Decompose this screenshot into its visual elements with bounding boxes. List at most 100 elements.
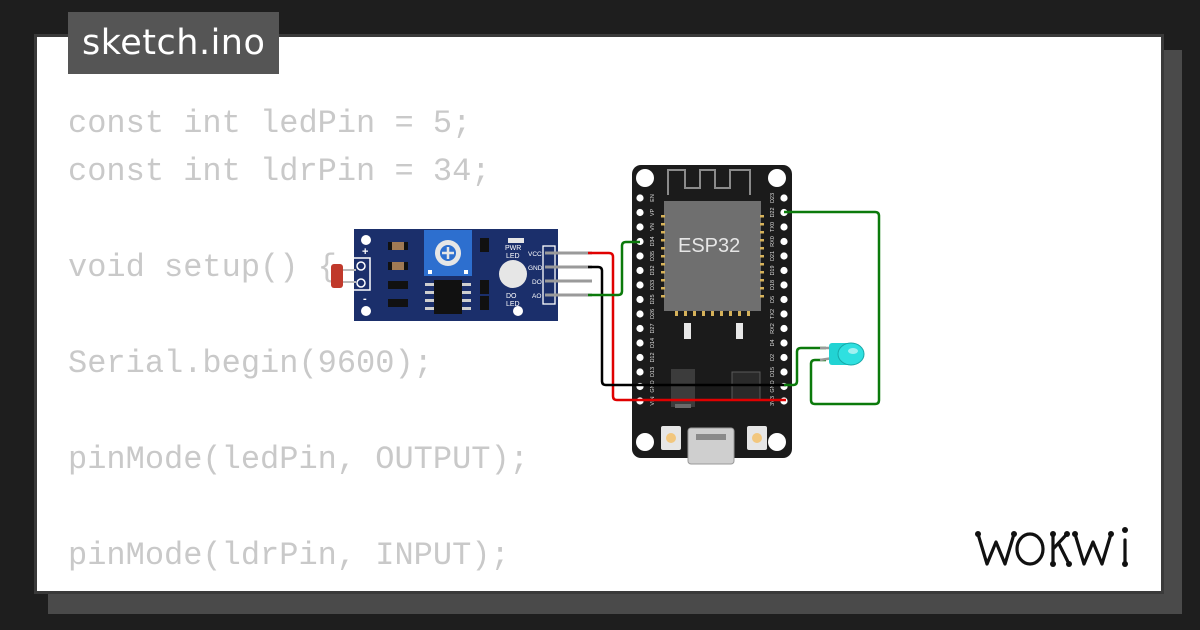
- esp32-pin[interactable]: [780, 368, 788, 376]
- esp32-pin[interactable]: [780, 310, 788, 318]
- code-line: void setup() {: [68, 249, 337, 286]
- esp32-pin[interactable]: [636, 324, 644, 333]
- module-pads: [661, 215, 764, 316]
- esp32-pin[interactable]: [780, 295, 788, 304]
- esp32-pin-label: D27: [650, 323, 656, 333]
- esp32-right-pin-labels: D23D22TX0RX0D21D19D18D5TX2RX2D4D2D15GND3…: [770, 193, 776, 406]
- module-pin-header: [542, 245, 556, 305]
- esp32-pin[interactable]: [780, 223, 788, 231]
- wokwi-logo: [975, 527, 1128, 567]
- polarity-minus: -: [363, 293, 367, 305]
- wire-d5-green: [784, 346, 826, 387]
- esp32-pin[interactable]: [636, 194, 644, 202]
- esp32-pin-label: D15: [770, 367, 776, 377]
- esp32-pin[interactable]: [636, 223, 644, 231]
- esp32-pin[interactable]: [636, 281, 644, 289]
- smd-component: [736, 323, 743, 339]
- wire-gnd-black: [588, 265, 786, 387]
- esp32-pin[interactable]: [636, 295, 644, 304]
- esp32-pin[interactable]: [780, 324, 788, 333]
- wires: [588, 210, 881, 406]
- do-led-label: DO: [506, 293, 517, 300]
- module-pin-label: AO: [532, 293, 541, 300]
- esp32-module-shield: [664, 201, 761, 311]
- esp32-pin-label: D32: [650, 265, 656, 275]
- photoresistor-frame: [351, 257, 371, 291]
- esp32-pin-label: GND: [770, 380, 776, 392]
- esp32-pin-label: D13: [650, 367, 656, 377]
- ldr-sensor-module[interactable]: + -: [331, 229, 592, 321]
- esp32-pin-label: RX2: [770, 323, 776, 334]
- esp32-pin-label: D21: [770, 251, 776, 261]
- esp32-pin-label: VP: [650, 209, 656, 217]
- micro-usb-port[interactable]: [687, 427, 735, 465]
- code-line: const int ldrPin = 34;: [68, 153, 491, 190]
- esp32-pin-label: D26: [650, 309, 656, 319]
- esp32-pin-label: D23: [770, 193, 776, 203]
- esp32-pin-label: D34: [650, 236, 656, 246]
- esp32-pin-label: D18: [770, 280, 776, 290]
- wire-ao-green: [588, 240, 640, 297]
- esp32-right-pin-header: [780, 194, 788, 405]
- esp32-pin-label: D25: [650, 294, 656, 304]
- esp32-pin-label: D33: [650, 280, 656, 290]
- esp32-pin[interactable]: [780, 252, 788, 260]
- code-line: Serial.begin(9600);: [68, 345, 433, 382]
- code-line: const int ledPin = 5;: [68, 105, 472, 142]
- esp32-pin[interactable]: [636, 208, 644, 217]
- esp32-pin-label: GND: [650, 380, 656, 392]
- esp32-board[interactable]: ESP32: [632, 165, 792, 465]
- esp32-chip-label: ESP32: [678, 235, 740, 257]
- sensor-led: [499, 260, 527, 288]
- esp32-pin[interactable]: [636, 266, 644, 275]
- esp32-pin[interactable]: [780, 353, 788, 362]
- file-tab-label: sketch.ino: [82, 23, 266, 63]
- smd-component: [684, 323, 691, 339]
- polarity-plus: +: [362, 246, 368, 258]
- esp32-pin[interactable]: [636, 339, 644, 347]
- code-line: pinMode(ledPin, OUTPUT);: [68, 441, 529, 478]
- file-tab[interactable]: sketch.ino: [68, 12, 280, 74]
- esp32-pin[interactable]: [780, 339, 788, 347]
- esp32-pin-label: TX2: [770, 309, 776, 319]
- esp32-left-pin-labels: ENVPVND34D35D32D33D25D26D27D14D12D13GNDV…: [650, 194, 656, 405]
- esp32-left-pin-header: [636, 194, 644, 405]
- antenna-trace: [667, 169, 751, 195]
- esp32-pin[interactable]: [636, 310, 644, 318]
- esp32-pin-label: D19: [770, 265, 776, 275]
- esp32-pin[interactable]: [636, 252, 644, 260]
- esp32-pin[interactable]: [636, 353, 644, 362]
- pwr-led-label: LED: [506, 253, 520, 260]
- do-led-label: LED: [506, 301, 520, 308]
- esp32-pin[interactable]: [780, 194, 788, 202]
- code-line: pinMode(ldrPin, INPUT);: [68, 537, 510, 574]
- esp32-pin-label: D5: [770, 296, 776, 303]
- esp32-pin-label: D12: [650, 352, 656, 362]
- wire-d22-green: [784, 210, 881, 406]
- esp32-pin-label: D2: [770, 354, 776, 361]
- project-card: [34, 34, 1164, 594]
- voltage-regulator: [671, 369, 695, 407]
- esp32-pin-label: RX0: [770, 236, 776, 247]
- pwr-led-label: PWR: [505, 245, 521, 252]
- photoresistor: [331, 264, 343, 288]
- esp32-pin-label: TX0: [770, 222, 776, 232]
- esp32-pin[interactable]: [780, 237, 788, 246]
- module-pin-label: VCC: [528, 251, 542, 258]
- esp32-pin[interactable]: [636, 368, 644, 376]
- esp32-pin[interactable]: [780, 281, 788, 289]
- module-pin-label: GND: [528, 265, 543, 272]
- esp32-pin[interactable]: [780, 266, 788, 275]
- esp32-pin-label: D35: [650, 251, 656, 261]
- esp32-pin-label: D4: [770, 339, 776, 346]
- module-pin-label: DO: [532, 279, 542, 286]
- esp32-pin-label: VN: [650, 223, 656, 231]
- comparator-chip: [434, 280, 462, 314]
- esp32-pin-label: D14: [650, 338, 656, 348]
- esp32-pin-label: D22: [770, 207, 776, 217]
- led[interactable]: [819, 342, 865, 366]
- wire-vcc-red: [588, 251, 786, 402]
- esp32-pin-label: EN: [650, 194, 656, 202]
